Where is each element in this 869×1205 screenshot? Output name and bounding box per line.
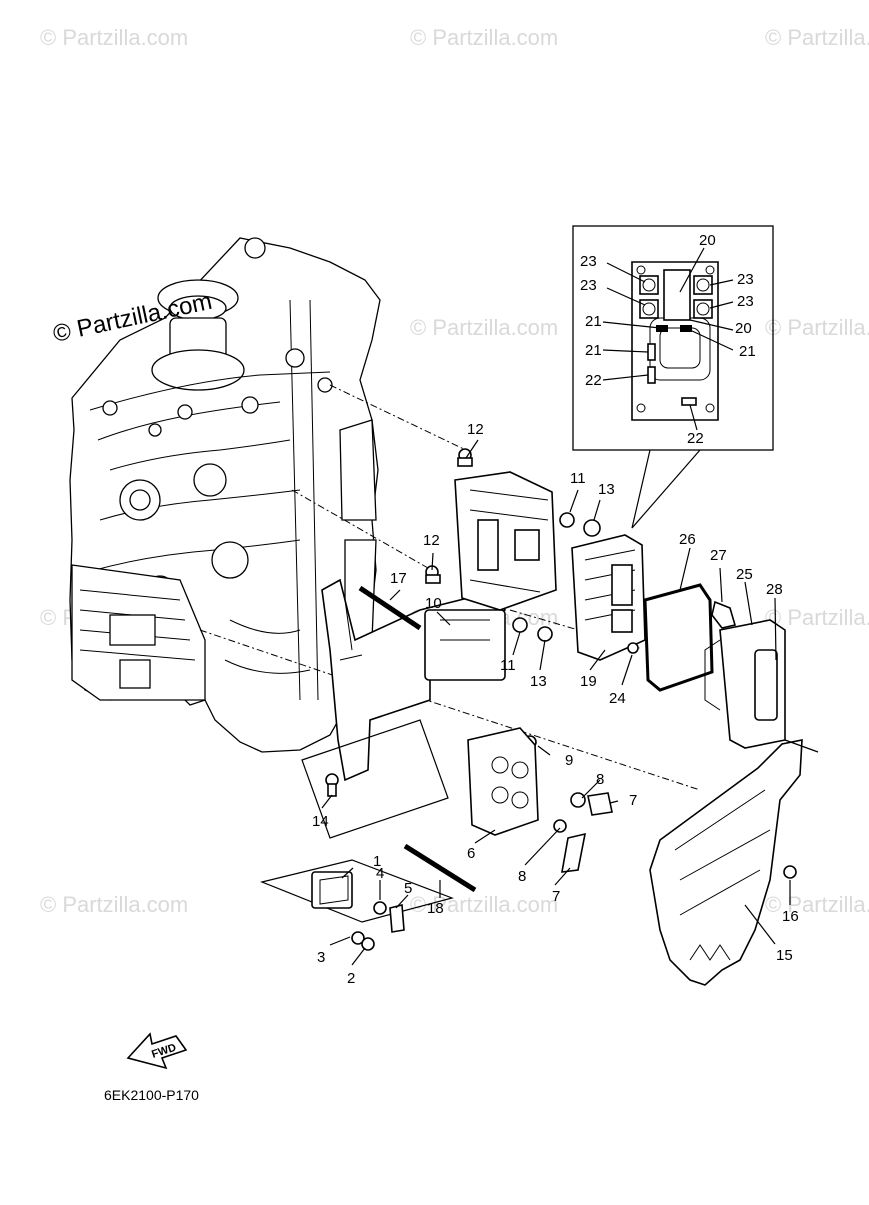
watermark: © Partzilla.com <box>410 25 558 50</box>
connector-27 <box>711 600 737 629</box>
callout-1: 1 <box>373 853 381 870</box>
cable-tie-17 <box>358 585 422 631</box>
callout-23a: 23 <box>580 253 597 270</box>
cover-28 <box>704 619 786 749</box>
callout-4: 4 <box>376 865 384 882</box>
watermark: © Partzilla.com <box>410 892 558 917</box>
callout-13a: 13 <box>598 481 615 498</box>
callout-23d: 23 <box>737 293 754 310</box>
fwd-arrow-icon: FWD <box>126 1032 188 1070</box>
callout-5: 5 <box>404 880 412 897</box>
callout-7a: 7 <box>629 792 637 809</box>
callout-19: 19 <box>580 673 597 690</box>
callout-8a: 8 <box>596 771 604 788</box>
callout-20b: 20 <box>735 320 752 337</box>
gasket-26 <box>643 583 714 692</box>
cover-housing-upper <box>454 471 557 611</box>
callout-26: 26 <box>679 531 696 548</box>
callout-8b: 8 <box>518 868 526 885</box>
callout-21c: 21 <box>739 343 756 360</box>
callout-6: 6 <box>467 845 475 862</box>
watermark: © Partzilla.com <box>40 892 188 917</box>
cable-tie-18 <box>403 843 477 893</box>
relay-1 <box>260 859 454 951</box>
callout-7b: 7 <box>552 888 560 905</box>
plug-cap-7b <box>561 832 587 873</box>
callout-15: 15 <box>776 947 793 964</box>
callout-25: 25 <box>736 566 753 583</box>
callout-16: 16 <box>782 908 799 925</box>
callout-20a: 20 <box>699 232 716 249</box>
callout-14: 14 <box>312 813 329 830</box>
callout-13b: 13 <box>530 673 547 690</box>
callout-22a: 22 <box>585 372 602 389</box>
callout-22b: 22 <box>687 430 704 447</box>
watermark: © Partzilla.com <box>410 315 558 340</box>
callout-12a: 12 <box>467 421 484 438</box>
callout-23b: 23 <box>580 277 597 294</box>
panel-15 <box>649 739 819 986</box>
callout-21b: 21 <box>585 342 602 359</box>
callout-12b: 12 <box>423 532 440 549</box>
callout-24: 24 <box>609 690 626 707</box>
callout-10: 10 <box>425 595 442 612</box>
callout-2: 2 <box>347 970 355 987</box>
callout-21a: 21 <box>585 313 602 330</box>
watermark: © Partzilla.com <box>40 25 188 50</box>
watermark: © Partzilla.com <box>765 315 869 340</box>
watermark: © Partzilla.com <box>765 892 869 917</box>
engine-block-drawing <box>69 237 381 753</box>
callout-28: 28 <box>766 581 783 598</box>
callout-18: 18 <box>427 900 444 917</box>
callout-23c: 23 <box>737 271 754 288</box>
callout-9: 9 <box>565 752 573 769</box>
callout-labels: 1 2 3 4 5 6 7 7 8 8 9 10 11 11 12 12 13 … <box>312 232 799 987</box>
plug-cap-7a <box>587 792 613 816</box>
callout-11a: 11 <box>570 470 586 487</box>
callout-27: 27 <box>710 547 727 564</box>
rectifier-6 <box>467 727 539 836</box>
fuse-box-19 <box>571 534 646 661</box>
bracket-10 <box>321 578 506 782</box>
callout-11b: 11 <box>500 657 516 674</box>
callout-17: 17 <box>390 570 407 587</box>
watermark: © Partzilla.com <box>765 605 869 630</box>
inset-detail-box <box>572 225 774 529</box>
callout-3: 3 <box>317 949 325 966</box>
watermark: © Partzilla.com <box>765 25 869 50</box>
bracket-14-outline <box>301 719 449 839</box>
diagram-code: 6EK2100-P170 <box>104 1087 199 1103</box>
callout-leaders <box>321 439 791 966</box>
